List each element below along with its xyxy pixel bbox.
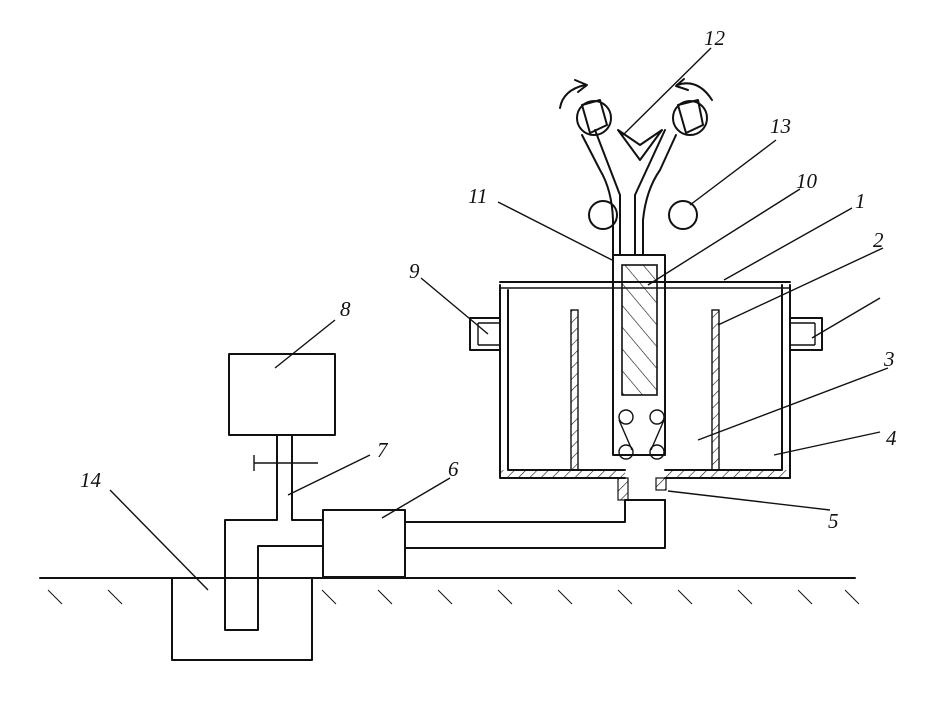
pump: [322, 509, 406, 578]
label-9: 9: [409, 259, 420, 283]
baffles: [570, 309, 720, 471]
central-tube: [612, 254, 666, 460]
label-13: 13: [770, 114, 791, 138]
feed-pipe: [404, 499, 666, 549]
label-4: 4: [886, 426, 897, 450]
inlet-nozzle: [617, 477, 667, 501]
left-nozzle: [469, 317, 501, 351]
pit-reservoir: [171, 577, 313, 661]
label-1: 1: [855, 189, 866, 213]
rotation-arrows: [559, 78, 713, 109]
label-10: 10: [796, 169, 818, 193]
guide-rollers: [588, 200, 698, 230]
label-8: 8: [340, 297, 351, 321]
label-2: 2: [873, 228, 884, 252]
reference-labels: 12 13 10 11 1 2 9 8 3 4 7 14 6 5: [80, 26, 897, 533]
label-5: 5: [828, 509, 839, 533]
storage-tank: [228, 353, 336, 436]
label-14: 14: [80, 468, 102, 492]
leader-lines: [109, 47, 889, 591]
right-nozzle: [789, 317, 823, 351]
label-12: 12: [704, 26, 726, 50]
ground: [39, 577, 860, 605]
top-rollers: [576, 99, 708, 161]
label-6: 6: [448, 457, 459, 481]
label-11: 11: [468, 184, 487, 208]
label-7: 7: [377, 438, 389, 462]
outer-vessel: [499, 281, 791, 479]
label-3: 3: [883, 347, 895, 371]
suction-pipe: [224, 434, 324, 631]
filament-bundle: [581, 129, 677, 256]
